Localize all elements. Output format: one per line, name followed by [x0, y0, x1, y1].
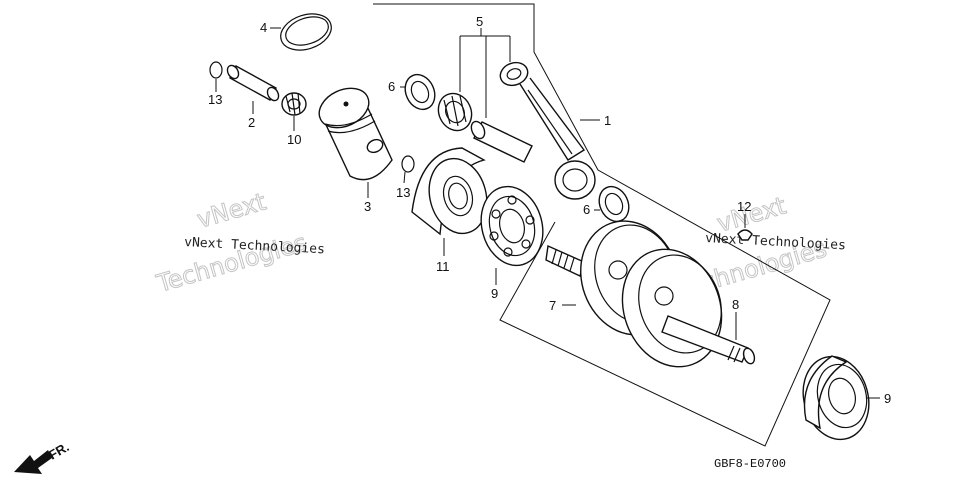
piston-pin-clip-lower — [401, 155, 415, 173]
callout-9-right: 9 — [884, 391, 891, 406]
front-arrow-icon — [14, 450, 52, 474]
callout-7: 7 — [549, 298, 556, 313]
connecting-rod — [499, 61, 596, 200]
crank-pin-bearing — [437, 92, 473, 132]
small-end-bearing — [281, 92, 307, 116]
piston-pin-clip-upper — [209, 61, 223, 79]
piston — [318, 87, 393, 181]
woodruff-key — [737, 229, 753, 241]
callout-4: 4 — [260, 20, 267, 35]
callout-13-lower: 13 — [396, 185, 410, 200]
callout-11: 11 — [436, 259, 450, 274]
callout-6-lower: 6 — [583, 202, 590, 217]
piston-ring — [280, 13, 332, 51]
assembly-bracket — [373, 3, 831, 447]
callout-6-upper: 6 — [388, 79, 395, 94]
callout-1: 1 — [604, 113, 611, 128]
callout-3: 3 — [364, 199, 371, 214]
thrust-washer-upper — [404, 73, 436, 111]
main-bearing-left — [480, 185, 544, 267]
callout-10: 10 — [287, 132, 301, 147]
crank-pin — [470, 120, 533, 163]
callout-5: 5 — [476, 14, 483, 29]
oil-seal — [411, 147, 488, 236]
callout-13-upper: 13 — [208, 92, 222, 107]
callout-9-left: 9 — [491, 286, 498, 301]
crankshaft-right — [621, 248, 756, 368]
watermark-left-vnext: vNext — [194, 188, 269, 234]
callout-2: 2 — [248, 115, 255, 130]
main-bearing-right — [802, 355, 870, 441]
thrust-washer-lower — [598, 185, 630, 223]
watermark-right-vnext: vNext — [714, 192, 789, 238]
piston-pin — [226, 64, 280, 102]
watermark-left: vNext Technologies vNext Technologies — [152, 187, 325, 299]
callout-12: 12 — [737, 199, 751, 214]
diagram-code: GBF8-E0700 — [714, 457, 786, 471]
callout-8: 8 — [732, 297, 739, 312]
watermark-left-text: vNext Technologies — [184, 235, 325, 257]
